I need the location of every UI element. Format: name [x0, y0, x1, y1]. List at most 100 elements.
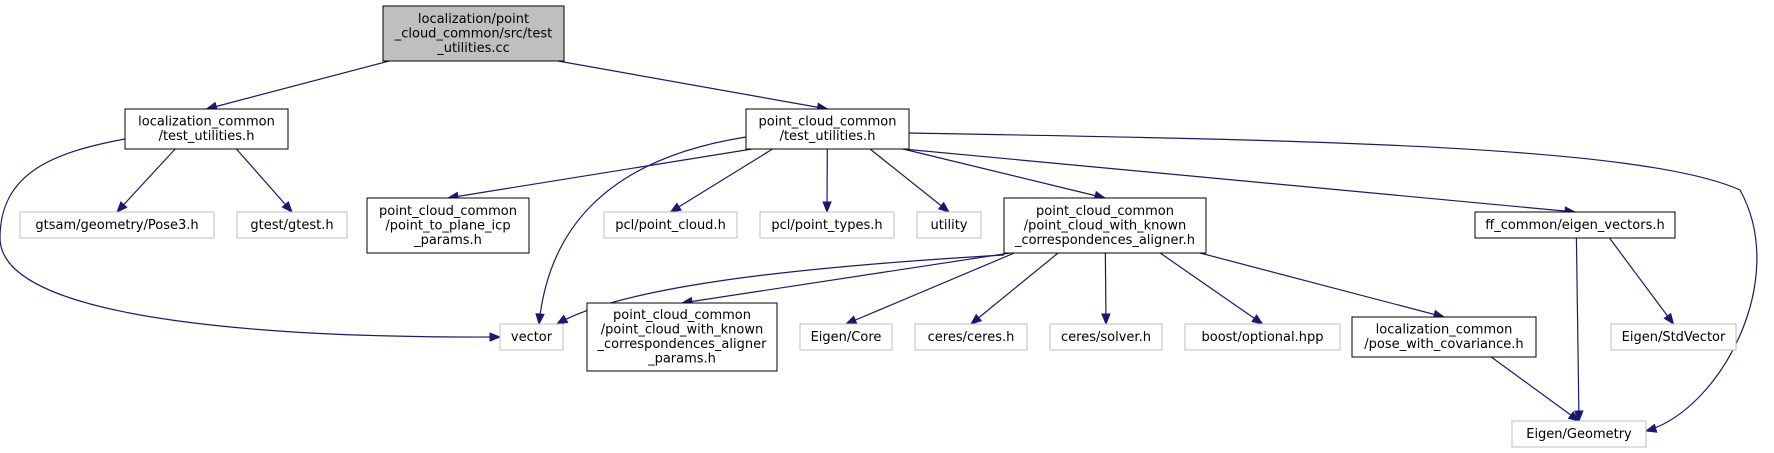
node-aligner-label-line: point_cloud_common [1036, 204, 1174, 219]
node-gtest-box [236, 211, 348, 239]
node-pwc[interactable]: localization_common/pose_with_covariance… [1351, 316, 1537, 358]
node-pcl_pc-box [603, 211, 738, 239]
node-aparams[interactable]: point_cloud_common/point_cloud_with_know… [586, 302, 778, 372]
edge-aligner-to-boost-line [1159, 252, 1263, 325]
edge-pcc_tu-to-vector-line [538, 136, 747, 325]
edge-lc_tu-to-gtest-arrowhead [281, 200, 293, 214]
node-egeo-box [1511, 420, 1647, 448]
node-solver: ceres/solver.h [1049, 323, 1163, 351]
node-aparams-label-line: /point_cloud_with_known [601, 323, 763, 338]
edge-main-to-pcc_tu-line [557, 60, 828, 110]
edge-lc_tu-to-pose3 [116, 148, 176, 213]
node-ceres-label-line: ceres/ceres.h [928, 330, 1015, 345]
node-ffev-label-line: ff_common/eigen_vectors.h [1485, 218, 1664, 233]
node-main-label-line: _cloud_common/src/test [394, 26, 553, 41]
node-ffev[interactable]: ff_common/eigen_vectors.h [1474, 211, 1676, 239]
node-aparams-box [586, 302, 778, 372]
edge-lc_tu-to-gtest-line [235, 148, 293, 213]
edge-aligner-to-pwc-line [1199, 252, 1445, 318]
node-aligner-label-line: _correspondences_aligner.h [1014, 233, 1195, 248]
node-lc_tu-label-line: localization_common [138, 115, 275, 130]
node-pose3-label-line: gtsam/geometry/Pose3.h [35, 218, 198, 233]
edge-ffev-to-egeo-arrowhead [1574, 410, 1584, 423]
node-main-label-line: _utilities.cc [436, 41, 510, 56]
edge-pcc_tu-to-p2p-line [447, 148, 753, 199]
edge-aligner-to-ceres-line [970, 252, 1059, 325]
node-p2p-label-line: _params.h [413, 233, 482, 248]
node-boost: boost/optional.hpp [1184, 323, 1341, 351]
edge-aligner-to-solver-line [1104, 252, 1107, 325]
node-aparams-label-line: point_cloud_common [613, 308, 751, 323]
node-utility-label-line: utility [931, 218, 968, 233]
node-vector: vector [499, 323, 564, 351]
edge-aligner-to-solver-arrowhead [1101, 313, 1111, 326]
edge-pcc_tu-to-utility [869, 148, 951, 213]
edge-pcc_tu-to-aligner [902, 148, 1107, 201]
node-pcl_pt-label-line: pcl/point_types.h [771, 218, 882, 233]
edge-pcc_tu-to-pcl_pt [822, 148, 832, 214]
node-aparams-label-line: _correspondences_aligner [597, 337, 768, 352]
edge-lc_tu-to-pose3-arrowhead [116, 201, 128, 213]
node-gtest-label-line: gtest/gtest.h [250, 218, 333, 233]
node-pcl_pt: pcl/point_types.h [759, 211, 895, 239]
node-pose3: gtsam/geometry/Pose3.h [19, 211, 215, 239]
node-pcl_pc-label-line: pcl/point_cloud.h [615, 218, 726, 233]
edge-pcc_tu-to-utility-line [869, 148, 950, 213]
edge-pcc_tu-to-ffev-line [902, 148, 1576, 213]
node-pcl_pc: pcl/point_cloud.h [603, 211, 738, 239]
edge-main-to-pcc_tu [557, 60, 829, 112]
edge-pcc_tu-to-vector-arrowhead [535, 313, 545, 326]
node-pcc_tu[interactable]: point_cloud_common/test_utilities.h [745, 108, 910, 150]
node-lc_tu[interactable]: localization_common/test_utilities.h [124, 108, 289, 150]
edge-pcc_tu-to-pcl_pc-arrowhead [669, 202, 682, 213]
edge-aligner-to-boost [1159, 252, 1264, 325]
edge-aligner-to-ecore-line [845, 252, 1015, 325]
node-utility: utility [916, 211, 982, 239]
node-estd-label-line: Eigen/StdVector [1622, 330, 1726, 345]
node-main[interactable]: localization/point_cloud_common/src/test… [382, 5, 565, 62]
edge-aligner-to-aparams-line [681, 252, 1011, 304]
edge-main-to-lc_tu-line [206, 60, 390, 110]
edge-aligner-to-ceres-arrowhead [969, 313, 983, 325]
edge-lc_tu-to-gtest [235, 148, 293, 214]
node-p2p-box [366, 197, 530, 254]
node-main-label-line: localization/point [418, 12, 529, 27]
edge-ffev-to-egeo-line [1575, 237, 1580, 422]
node-lc_tu-box [124, 108, 289, 150]
node-main-box [382, 5, 565, 62]
node-aligner[interactable]: point_cloud_common/point_cloud_with_know… [1003, 197, 1207, 254]
node-aligner-box [1003, 197, 1207, 254]
edge-pwc-to-egeo-arrowhead [1567, 410, 1581, 422]
node-lc_tu-label-line: /test_utilities.h [159, 129, 255, 144]
edge-pcc_tu-to-pcl_pt-arrowhead [822, 201, 832, 214]
node-pcc_tu-label-line: /test_utilities.h [780, 129, 876, 144]
edge-pwc-to-egeo-line [1490, 356, 1580, 422]
edge-pcc_tu-to-egeo-line [908, 132, 1758, 432]
edge-lc_tu-to-vector [0, 138, 502, 342]
edge-pcc_tu-to-pcl_pc-line [670, 148, 773, 213]
edge-aligner-to-boost-arrowhead [1251, 314, 1264, 325]
node-ceres: ceres/ceres.h [914, 323, 1028, 351]
node-aparams-label-line: _params.h [647, 352, 716, 367]
node-p2p-label-line: /point_to_plane_icp [385, 218, 510, 233]
edge-pcc_tu-to-pcl_pc [669, 148, 773, 213]
node-boost-label-line: boost/optional.hpp [1202, 330, 1324, 345]
edge-pcc_tu-to-p2p [446, 148, 753, 202]
node-p2p[interactable]: point_cloud_common/point_to_plane_icp_pa… [366, 197, 530, 254]
edge-aligner-to-solver [1101, 252, 1111, 326]
node-pwc-box [1351, 316, 1537, 358]
edge-pcc_tu-to-egeo [908, 132, 1758, 433]
edge-ffev-to-estd-arrowhead [1663, 312, 1675, 326]
node-gtest: gtest/gtest.h [236, 211, 348, 239]
node-p2p-label-line: point_cloud_common [379, 204, 517, 219]
node-ecore-label-line: Eigen/Core [811, 330, 882, 345]
node-pcc_tu-box [745, 108, 910, 150]
node-ecore-box [799, 323, 893, 351]
node-ceres-box [914, 323, 1028, 351]
node-vector-box [499, 323, 564, 351]
node-vector-label-line: vector [511, 330, 553, 345]
edge-aligner-to-pwc [1199, 252, 1446, 319]
edge-aligner-to-ecore [844, 252, 1015, 325]
edge-pcc_tu-to-utility-arrowhead [937, 201, 951, 213]
